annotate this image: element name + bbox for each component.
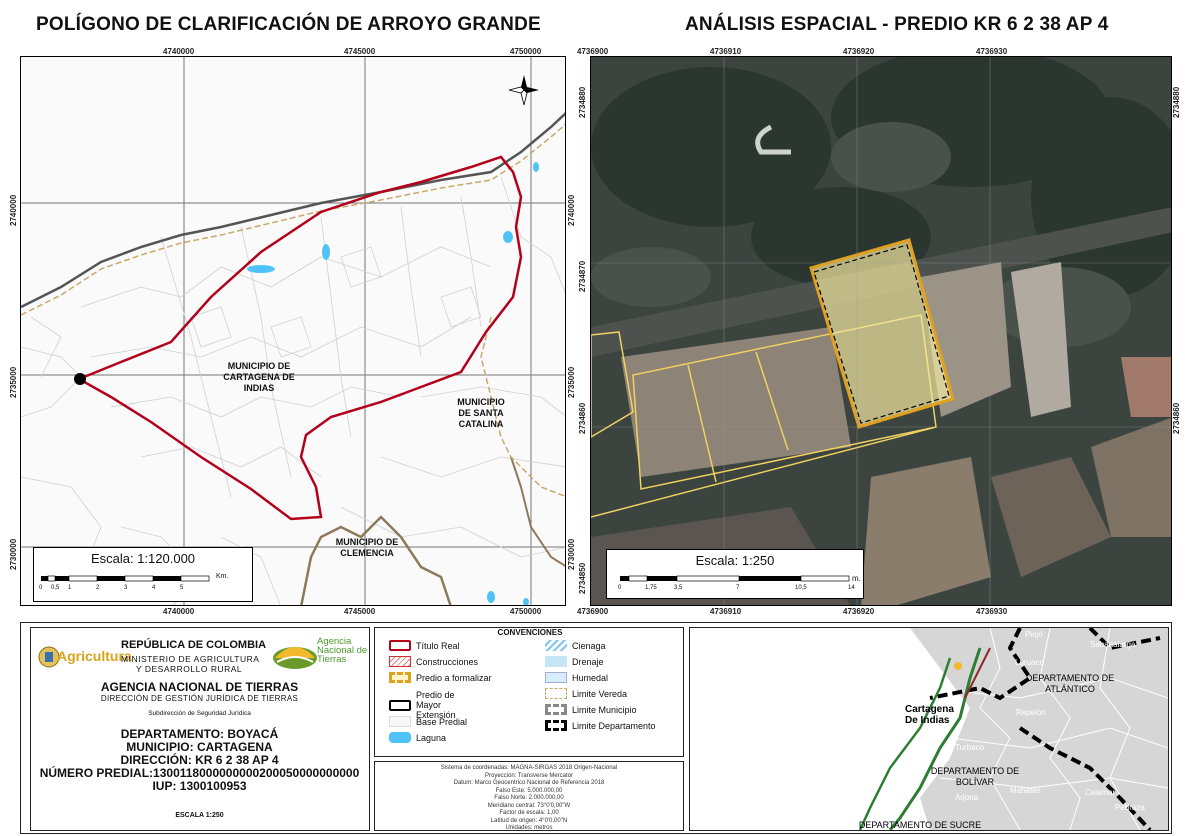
left-side-tick-2: 2735000 <box>9 366 18 398</box>
right-bottom-tick-1: 4736900 <box>577 607 609 616</box>
locator-label-sabanalarga: Sabanalarga <box>1090 640 1136 649</box>
departamento-text: DEPARTAMENTO: BOYACÁ <box>120 727 279 741</box>
left-top-tick-2: 4745000 <box>344 47 376 56</box>
right-side-tick-r3: 2734860 <box>1172 402 1181 434</box>
subdireccion-text: Subdirección de Seguridad Jurídica <box>148 710 251 717</box>
left-scale-text: Escala: 1:120.000 <box>90 551 196 566</box>
left-bottom-tick-2: 4745000 <box>344 607 376 616</box>
ministerio-line2: Y DESARROLLO RURAL <box>136 664 243 674</box>
right-top-tick-3: 4736920 <box>843 47 875 56</box>
legend-laguna: Laguna <box>389 732 446 743</box>
locator-canvas <box>858 628 1168 830</box>
predio-a-formalizar-polygon[interactable] <box>809 238 955 429</box>
laguna-patches <box>247 162 539 605</box>
right-side-tick-2: 2734870 <box>578 260 587 292</box>
label-cartagena: MUNICIPIO DE CARTAGENA DE INDIAS <box>223 361 295 393</box>
locator-label-repelon: Repelón <box>1016 708 1046 717</box>
right-scale-bar: Escala: 1:250 m. 0 1,75 3,5 7 10,5 14 <box>606 549 864 599</box>
coastal-road <box>21 112 565 309</box>
info-panel: Agricultura REPÚBLICA DE COLOMBIA MINIST… <box>30 627 370 831</box>
right-top-tick-2: 4736910 <box>710 47 742 56</box>
crs-panel: Sistema de coordenadas: MAGNA-SIRGAS 201… <box>374 761 684 831</box>
legend-humedal: Humedal <box>545 672 608 683</box>
locator-label-turbaco: Turbaco <box>955 743 985 752</box>
predio-details: DEPARTAMENTO: BOYACÁ MUNICIPIO: CARTAGEN… <box>31 728 368 793</box>
direccion-text: DIRECCIÓN: KR 6 2 38 AP 4 <box>120 753 279 767</box>
left-side-tick-r1: 2740000 <box>567 194 576 226</box>
left-map-canvas <box>21 57 565 605</box>
right-scale-unit: m. <box>852 574 861 583</box>
satellite-image <box>591 57 1171 605</box>
crs-text: Sistema de coordenadas: MAGNA-SIRGAS 201… <box>440 765 618 831</box>
locator-label-luruaco: Luruaco <box>1015 658 1044 667</box>
right-bottom-tick-4: 4736930 <box>976 607 1008 616</box>
legend-base-predial: Base Predial <box>389 716 467 727</box>
legend-predio-formalizar: Predio a formalizar <box>389 672 492 683</box>
limite-municipio-line <box>300 515 452 605</box>
left-side-tick-1: 2740000 <box>9 194 18 226</box>
left-top-tick-3: 4750000 <box>510 47 542 56</box>
legend-limite-departamento: Limite Departamento <box>545 720 656 731</box>
legend-title: CONVENCIONES <box>497 628 563 637</box>
right-top-tick-4: 4736930 <box>976 47 1008 56</box>
right-map-title: ANÁLISIS ESPACIAL - PREDIO KR 6 2 38 AP … <box>685 14 1109 35</box>
agricultura-logo-text: Agricultura <box>57 648 132 664</box>
legend-panel: CONVENCIONES Título Real Construcciones … <box>374 627 684 757</box>
colombia-shield-icon <box>38 646 60 668</box>
right-top-tick-1: 4736900 <box>577 47 609 56</box>
left-side-tick-r3: 2730000 <box>567 538 576 570</box>
ant-logo-icon <box>273 647 317 669</box>
escala-text: ESCALA 1:250 <box>175 812 224 819</box>
locator-label-pedraza: Pedraza <box>1115 803 1145 812</box>
right-map-frame[interactable]: Escala: 1:250 m. 0 1,75 3,5 7 10,5 14 <box>590 56 1172 606</box>
numero-predial-text: NÚMERO PREDIAL:1300118000000000200050000… <box>39 766 360 780</box>
locator-label-arjona: Arjona <box>955 793 979 802</box>
ministerio-line1: MINISTERIO DE AGRICULTURA <box>121 654 260 664</box>
right-bottom-tick-3: 4736920 <box>843 607 875 616</box>
left-map-title: POLÍGONO DE CLARIFICACIÓN DE ARROYO GRAN… <box>36 14 541 35</box>
left-map-frame[interactable]: MUNICIPIO DE CARTAGENA DE INDIAS MUNICIP… <box>20 56 566 606</box>
north-arrow-icon <box>508 75 539 106</box>
locator-label-bolivar: DEPARTAMENTO DE BOLÍVAR <box>930 766 1020 787</box>
limite-vereda-line <box>21 123 565 316</box>
legend-limite-municipio: Limite Municipio <box>545 704 637 715</box>
locator-map[interactable]: Piojó Luruaco Sabanalarga DEPARTAMENTO D… <box>689 627 1169 831</box>
locator-label-sucre: DEPARTAMENTO DE SUCRE <box>858 820 982 830</box>
legend-predio-mayor: Predio de Mayor Extensión <box>389 690 476 720</box>
legend-construcciones: Construcciones <box>389 656 478 667</box>
legend-drenaje: Drenaje <box>545 656 604 667</box>
left-side-tick-r2: 2735000 <box>567 366 576 398</box>
left-top-tick-1: 4740000 <box>163 47 195 56</box>
right-side-tick-1: 2734880 <box>578 86 587 118</box>
locator-label-atlantico: DEPARTAMENTO DE ATLÁNTICO <box>1025 673 1115 694</box>
legend-titulo-real: Título Real <box>389 640 460 651</box>
titulo-real-polygon[interactable] <box>76 155 523 521</box>
legend-cienaga: Cienaga <box>545 640 606 651</box>
left-bottom-tick-3: 4750000 <box>510 607 542 616</box>
left-scale-unit: Km. <box>216 573 229 580</box>
left-scale-bar: Escala: 1:120.000 Km. 0 0,5 1 2 3 4 5 <box>33 547 253 602</box>
left-side-tick-3: 2730000 <box>9 538 18 570</box>
republica-text: REPÚBLICA DE COLOMBIA <box>121 639 267 651</box>
right-side-tick-r1: 2734880 <box>1172 86 1181 118</box>
right-side-tick-4: 2734850 <box>578 562 587 594</box>
left-bottom-tick-1: 4740000 <box>163 607 195 616</box>
municipio-text: MUNICIPIO: CARTAGENA <box>126 740 273 754</box>
agencia-text: AGENCIA NACIONAL DE TIERRAS <box>100 680 299 694</box>
locator-label-mahates: Mahates <box>1010 786 1041 795</box>
bottom-panel-frame <box>20 622 1172 834</box>
legend-limite-vereda: Limite Vereda <box>545 688 627 699</box>
label-santa-catalina: MUNICIPIO DE SANTA CATALINA <box>457 397 505 429</box>
ant-logo-text: Agencia Nacional de Tierras <box>317 636 368 665</box>
label-clemencia: MUNICIPIO DE CLEMENCIA <box>335 537 399 558</box>
right-side-tick-3: 2734860 <box>578 402 587 434</box>
predio-location-marker[interactable] <box>74 373 86 385</box>
right-bottom-tick-2: 4736910 <box>710 607 742 616</box>
locator-label-cartagena: Cartagena De Indias <box>905 704 954 726</box>
locator-label-piojo: Piojó <box>1025 630 1043 639</box>
direccion-gestion-text: DIRECCIÓN DE GESTIÓN JURÍDICA DE TIERRAS <box>100 694 299 703</box>
iup-text: IUP: 1300100953 <box>152 779 247 793</box>
right-scale-text: Escala: 1:250 <box>695 553 775 568</box>
locator-label-calamar: Calamar <box>1085 788 1116 797</box>
